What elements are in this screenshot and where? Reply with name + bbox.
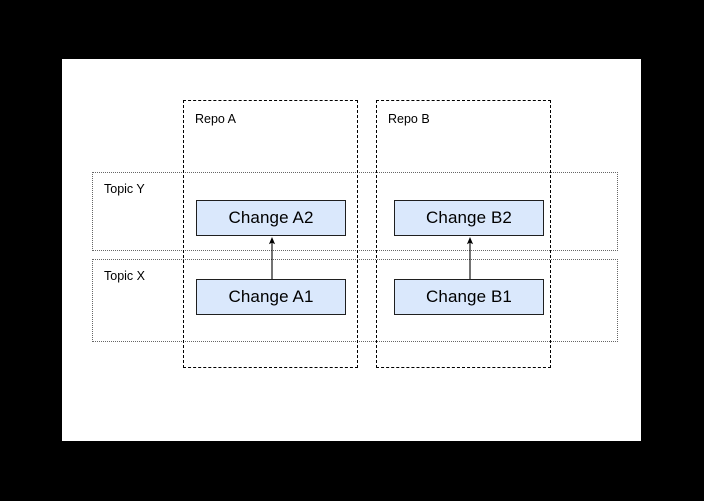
change-node-change-b1[interactable]: Change B1: [394, 279, 544, 315]
topic-label: Topic Y: [104, 182, 145, 196]
change-node-label: Change A1: [228, 287, 314, 306]
change-node-change-b2[interactable]: Change B2: [394, 200, 544, 236]
change-node-label: Change B2: [426, 208, 512, 227]
topic-group-topic-x[interactable]: Topic X: [92, 259, 618, 342]
change-node-change-a2[interactable]: Change A2: [196, 200, 346, 236]
repo-group-repo-b[interactable]: Repo B: [376, 100, 551, 368]
change-node-label: Change B1: [426, 287, 512, 306]
diagram-canvas: Topic Y Topic X Repo A Repo B Change A2 …: [62, 59, 641, 441]
change-node-change-a1[interactable]: Change A1: [196, 279, 346, 315]
repo-label: Repo A: [195, 112, 237, 126]
topic-group-topic-y[interactable]: Topic Y: [92, 172, 618, 251]
topic-label: Topic X: [104, 269, 145, 283]
repo-label: Repo B: [388, 112, 430, 126]
repo-group-repo-a[interactable]: Repo A: [183, 100, 358, 368]
change-node-label: Change A2: [228, 208, 314, 227]
